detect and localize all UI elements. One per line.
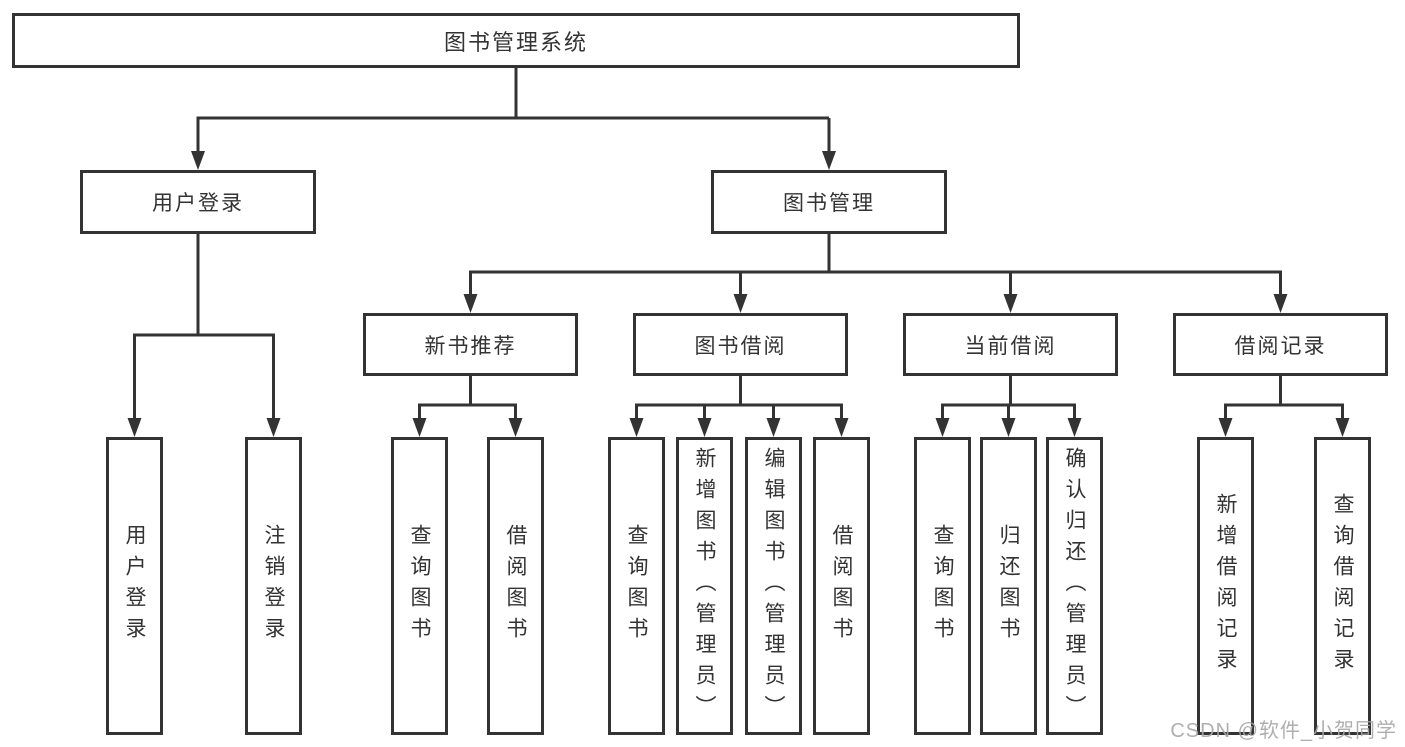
node-book-borrow: 图书借阅 (633, 313, 848, 376)
connector-root-to-level2 (191, 68, 836, 170)
watermark: CSDN @软件_小贺同学 (1170, 720, 1397, 742)
connector-borrow-record-children (1218, 376, 1350, 437)
connector-book-borrow-children (629, 376, 849, 437)
leaf-current-confirm-return-admin: 确认归还（管理员） (1046, 437, 1103, 735)
leaf-current-query-books: 查询图书 (914, 437, 971, 735)
leaf-borrow-query-books: 查询图书 (608, 437, 665, 735)
connector-book-management-children (463, 234, 1288, 313)
node-current-borrow: 当前借阅 (903, 313, 1118, 376)
leaf-newbook-query-books: 查询图书 (391, 437, 448, 735)
leaf-newbook-borrow-books: 借阅图书 (487, 437, 544, 735)
leaf-current-return-books: 归还图书 (980, 437, 1037, 735)
connector-current-borrow-children (935, 376, 1082, 437)
leaf-borrow-borrow-books: 借阅图书 (813, 437, 870, 735)
leaf-borrow-edit-books-admin: 编辑图书（管理员） (745, 437, 802, 735)
node-root: 图书管理系统 (12, 13, 1020, 68)
connector-new-book-children (412, 376, 523, 437)
leaf-record-query: 查询借阅记录 (1314, 437, 1371, 735)
leaf-user-login: 用户登录 (106, 437, 163, 735)
node-book-management: 图书管理 (711, 170, 947, 234)
leaf-logout: 注销登录 (245, 437, 302, 735)
leaf-borrow-add-books-admin: 新增图书（管理员） (676, 437, 733, 735)
node-borrow-record: 借阅记录 (1173, 313, 1388, 376)
connector-user-login-children (127, 234, 281, 437)
leaf-record-add: 新增借阅记录 (1197, 437, 1254, 735)
node-user-login: 用户登录 (80, 170, 316, 234)
node-new-book-recommend: 新书推荐 (363, 313, 578, 376)
